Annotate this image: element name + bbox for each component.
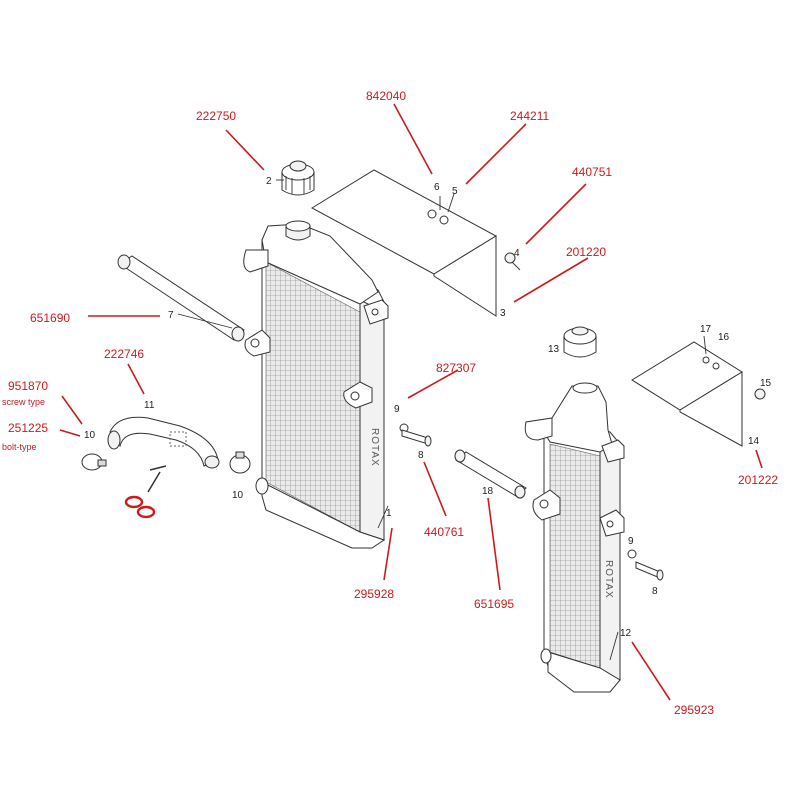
- hose-clamp-10-right: [229, 451, 251, 474]
- cut-scissors-icon: [124, 465, 167, 519]
- ref-9-right: 9: [628, 536, 634, 547]
- radiator-small: ROTAX: [524, 382, 625, 693]
- ref-8-left: 8: [418, 450, 424, 461]
- ref-1: 1: [386, 508, 392, 519]
- part-number-440751: 440751: [572, 165, 612, 179]
- part-number-244211: 244211: [510, 109, 549, 123]
- ref-9-left: 9: [394, 404, 400, 415]
- ref-14: 14: [748, 436, 760, 447]
- radiator-cap-right: [563, 326, 597, 358]
- ref-17: 17: [700, 324, 712, 335]
- radiator-cap-left: [281, 160, 315, 196]
- ref-5: 5: [452, 186, 458, 197]
- ref-16: 16: [718, 332, 730, 343]
- hose-pipe-7: [117, 254, 245, 342]
- hose-pipe-18: [454, 449, 527, 499]
- note-screw-type: screw type: [2, 397, 45, 407]
- part-number-651695: 651695: [474, 597, 514, 611]
- ref-12: 12: [620, 628, 632, 639]
- ref-18: 18: [482, 486, 494, 497]
- ref-10-right: 10: [232, 490, 244, 501]
- part-number-651690: 651690: [30, 311, 70, 325]
- radiator-large: ROTAX: [243, 220, 389, 549]
- bolt-part-4: [504, 252, 521, 271]
- index-leaders: [177, 179, 707, 661]
- ref-3: 3: [500, 308, 506, 319]
- hose-elbow-11: [107, 416, 220, 469]
- ref-7: 7: [168, 310, 174, 321]
- ref-11: 11: [144, 400, 155, 411]
- brand-text-right: ROTAX: [603, 560, 614, 599]
- part-number-295923: 295923: [674, 703, 714, 717]
- part-number-201220: 201220: [566, 245, 606, 259]
- note-bolt-type: bolt-type: [2, 442, 37, 452]
- mounting-bracket-left: [310, 169, 498, 317]
- part-number-222750: 222750: [196, 109, 236, 123]
- part-number-222746: 222746: [104, 347, 144, 361]
- part-number-440761: 440761: [424, 525, 464, 539]
- hose-clamp-10-left: [81, 453, 107, 471]
- brand-text-left: ROTAX: [369, 428, 380, 467]
- part-number-295928: 295928: [354, 587, 394, 601]
- part-number-842040: 842040: [366, 89, 406, 103]
- part-number-251225: 251225: [8, 421, 48, 435]
- ref-13: 13: [548, 344, 560, 355]
- ref-6: 6: [434, 182, 440, 193]
- ref-2: 2: [266, 176, 272, 187]
- ref-15: 15: [760, 378, 772, 389]
- bolt-8-right: [635, 561, 664, 581]
- washer-9-right: [627, 549, 637, 559]
- part-number-201222: 201222: [738, 473, 778, 487]
- mounting-bracket-right: [631, 341, 743, 447]
- ref-4: 4: [514, 248, 520, 259]
- bolt-part-15: [754, 388, 766, 400]
- bolt-8-left: [401, 429, 432, 447]
- ref-8-right: 8: [652, 586, 658, 597]
- part-number-951870: 951870: [8, 379, 48, 393]
- ref-10-left: 10: [84, 430, 96, 441]
- part-number-827307: 827307: [436, 361, 476, 375]
- callout-leaders: [59, 103, 763, 701]
